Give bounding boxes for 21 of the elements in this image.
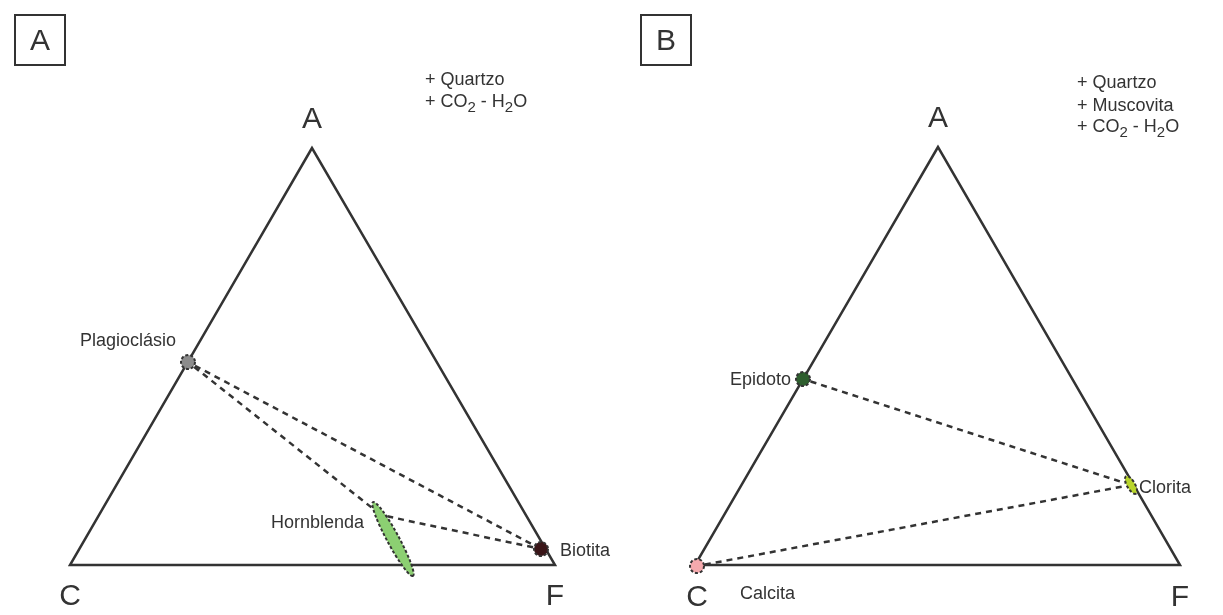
panel-label: A: [14, 14, 66, 66]
note-text: + CO$_{2}$ - H$_{2}$O: [425, 91, 528, 115]
note-text: + Quartzo: [1077, 71, 1157, 93]
vertex-label: A: [302, 101, 322, 135]
mineral-label: Plagioclásio: [79, 329, 176, 351]
mineral-label: Biotita: [560, 539, 611, 561]
note-text: + CO$_{2}$ - H$_{2}$O: [1077, 116, 1180, 140]
mineral-label: Calcita: [740, 582, 796, 604]
vertex-label: F: [1170, 579, 1190, 613]
note-text: + Quartzo: [425, 68, 505, 90]
note-text: + Muscovita: [1077, 94, 1174, 116]
mineral-label: Clorita: [1139, 476, 1191, 498]
tie-line: [810, 380, 1126, 485]
mineral-label: Epidoto: [729, 368, 791, 390]
vertex-label: C: [59, 578, 81, 612]
tie-line: [387, 515, 534, 549]
vertex-label: F: [545, 578, 565, 612]
mineral-label: Hornblenda: [270, 511, 364, 533]
vertex-label: A: [928, 100, 948, 134]
vertex-label: C: [686, 579, 708, 613]
panel-label: B: [640, 14, 692, 66]
